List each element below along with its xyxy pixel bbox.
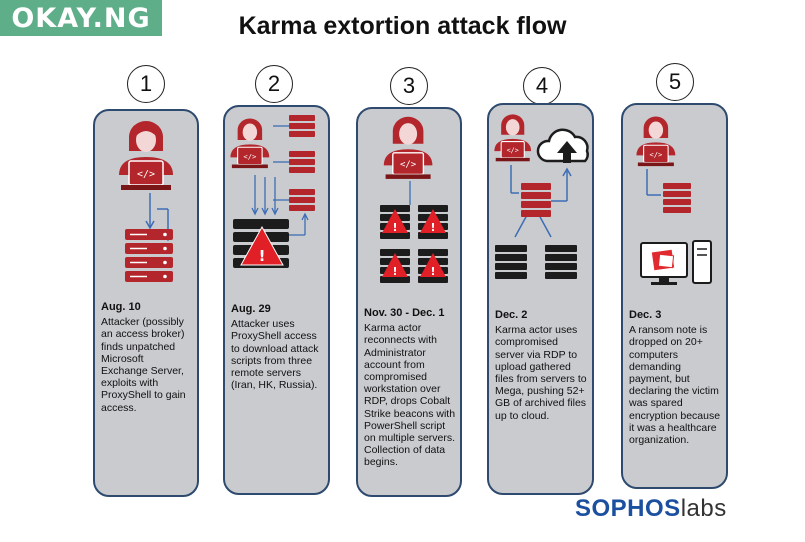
step-3-text: Karma actor reconnects with Administrato… [364,322,456,469]
step-number-5: 5 [656,63,694,101]
step-5-text: A ransom note is dropped on 20+ computer… [629,324,721,447]
step-5-caption: Dec. 3 A ransom note is dropped on 20+ c… [629,309,722,446]
step-3-caption: Nov. 30 - Dec. 1 Karma actor reconnects … [364,307,456,469]
server-icon [663,183,691,213]
step-1-date: Aug. 10 [101,301,141,313]
page-title: Karma extortion attack flow [238,12,567,40]
hacker-icon: </> [494,114,532,162]
step-3-date: Nov. 30 - Dec. 1 [364,307,445,319]
step-5-date: Dec. 3 [629,309,662,321]
step-1-caption: Aug. 10 Attacker (possibly an access bro… [101,301,193,414]
step-2-date: Aug. 29 [231,303,271,315]
step-2-text: Attacker uses ProxyShell access to downl… [231,318,319,392]
hacker-icon: </> [383,116,433,179]
watermark: OKAY.NG [0,0,162,36]
svg-text:!: ! [430,265,435,278]
svg-text:</>: </> [137,169,155,180]
step-4-text: Karma actor uses compromised server via … [495,324,587,422]
step-1-illustration: </> [119,121,173,282]
step-4-illustration: </> [494,114,589,279]
server-icon [125,229,173,282]
step-number-2: 2 [255,65,293,103]
step-panel-4: </> Dec. 2 Karma actor uses compromised … [487,103,594,495]
warning-icon: ! [240,225,284,266]
step-4-caption: Dec. 2 Karma actor uses compromised serv… [495,309,588,422]
server-icon [521,183,551,217]
svg-text:!: ! [259,247,266,265]
step-number-3: 3 [390,67,428,105]
computer-icon [640,240,712,285]
sophoslabs-logo: SOPHOSlabs [575,495,727,522]
step-number-4: 4 [523,67,561,105]
svg-text:!: ! [392,265,397,278]
hacker-icon: </> [119,121,173,190]
step-5-illustration: </> [636,116,712,285]
svg-text:!: ! [430,221,435,234]
svg-text:!: ! [392,221,397,234]
step-panel-1: </> Aug. 10 Attacker (possibly an access… [93,109,199,497]
server-icon [289,115,315,211]
cloud-upload-icon [536,128,589,163]
svg-text:</>: </> [400,160,417,170]
hacker-icon: </> [636,116,676,167]
step-2-caption: Aug. 29 Attacker uses ProxyShell access … [231,303,324,391]
step-4-date: Dec. 2 [495,309,528,321]
step-panel-5: </> Dec. 3 A ransom note is dropped on 2… [621,103,728,489]
step-3-illustration: </> !!!! [380,116,448,283]
step-panel-3: </> !!!! Nov. 30 - Dec. 1 Karma actor re… [356,107,462,497]
hacker-icon: </> [230,118,270,169]
svg-text:</>: </> [243,152,257,161]
warning-icon [382,209,446,277]
step-number-1: 1 [127,65,165,103]
step-panel-2: </> ! Aug. 29 Attacker uses ProxyShell a… [223,105,330,495]
step-2-illustration: </> ! [230,115,315,268]
svg-text:</>: </> [649,150,663,159]
svg-text:</>: </> [507,146,519,154]
step-1-text: Attacker (possibly an access broker) fin… [101,316,186,414]
server-icon [495,245,577,279]
